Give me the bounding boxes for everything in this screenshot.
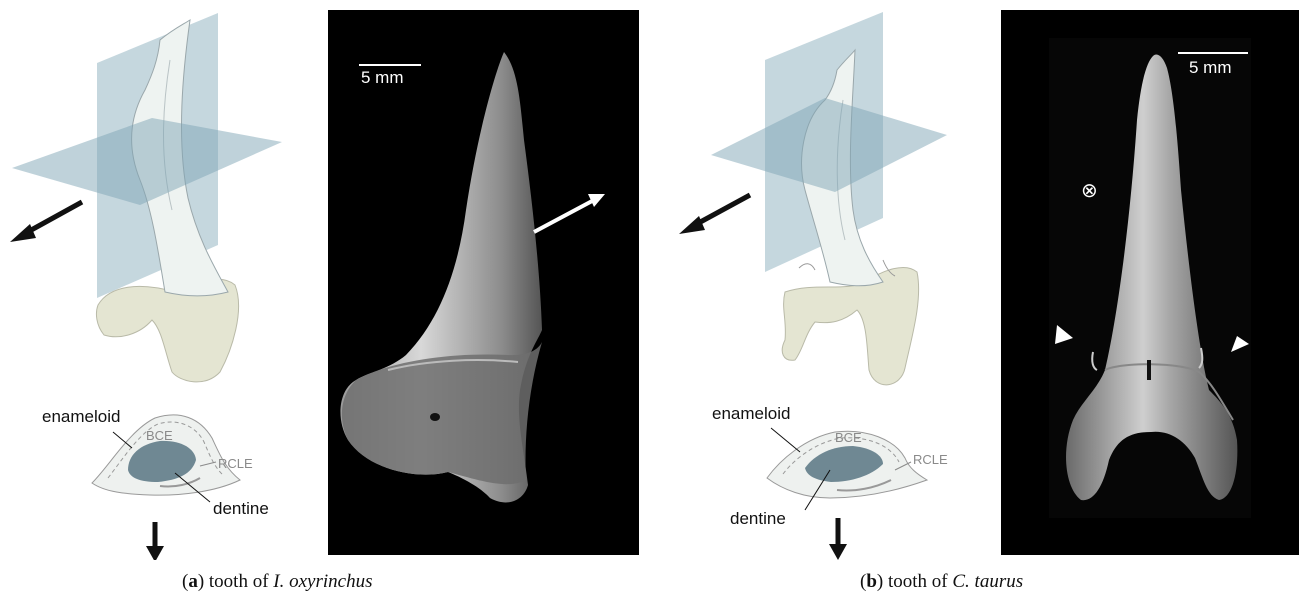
label-enameloid: enameloid (42, 407, 120, 427)
out-of-plane-icon: ⊗ (1081, 178, 1098, 203)
caption-b: (b) tooth of C. taurus (860, 571, 1023, 593)
label-dentine: dentine (213, 499, 269, 519)
sem-tooth-a (328, 10, 639, 555)
sem-tooth-b (1001, 10, 1299, 555)
label-bce: BCE (146, 428, 173, 443)
sem-photo-b: 5 mm ⊗ (1001, 10, 1299, 555)
horizontal-plane (711, 98, 947, 192)
label-rcle: RCLE (218, 456, 253, 471)
scale-bar-b (1178, 52, 1248, 54)
scale-bar-a (359, 64, 421, 66)
sem-photo-a: 5 mm (328, 10, 639, 555)
label-bce: BCE (835, 430, 862, 445)
scale-label-a: 5 mm (361, 68, 404, 88)
tooth-b-schematic (655, 0, 975, 560)
label-dentine: dentine (730, 509, 786, 529)
panel-a: enameloid BCE RCLE dentine 5 mm (0, 0, 650, 610)
caption-a: (a) tooth of I. oxyrinchus (182, 571, 373, 593)
panel-b: enameloid BCE RCLE dentine 5 (655, 0, 1309, 610)
tooth-a-schematic (0, 0, 320, 560)
scale-label-b: 5 mm (1189, 58, 1232, 78)
label-enameloid: enameloid (712, 404, 790, 424)
horizontal-plane (12, 118, 282, 205)
label-rcle: RCLE (913, 452, 948, 467)
